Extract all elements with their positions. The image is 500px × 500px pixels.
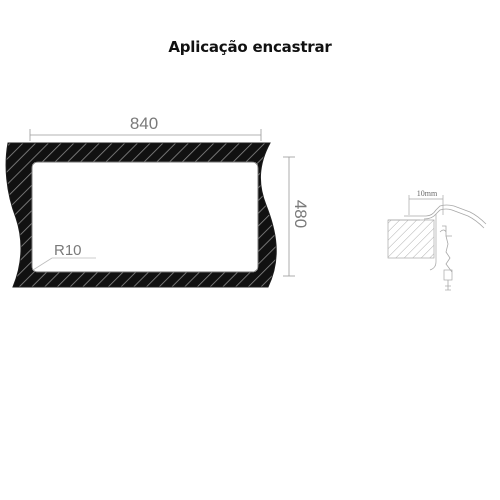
- page-title: Aplicação encastrar: [168, 38, 332, 56]
- height-dimension: 480: [283, 156, 310, 277]
- radius-label: R10: [54, 242, 82, 259]
- cutout-outline: [31, 161, 259, 273]
- width-dimension: 840: [29, 114, 262, 141]
- width-label: 840: [130, 114, 158, 133]
- sink-rim-profile: [404, 204, 487, 225]
- section-detail: 10mm: [387, 189, 487, 291]
- bowl-wall: [429, 214, 437, 271]
- countertop-section: [387, 219, 435, 259]
- gap-label: 10mm: [417, 189, 438, 198]
- radius-callout: R10: [32, 242, 96, 271]
- mounting-clamp: [439, 225, 453, 273]
- height-label: 480: [291, 200, 310, 228]
- countertop-frame: [5, 142, 277, 288]
